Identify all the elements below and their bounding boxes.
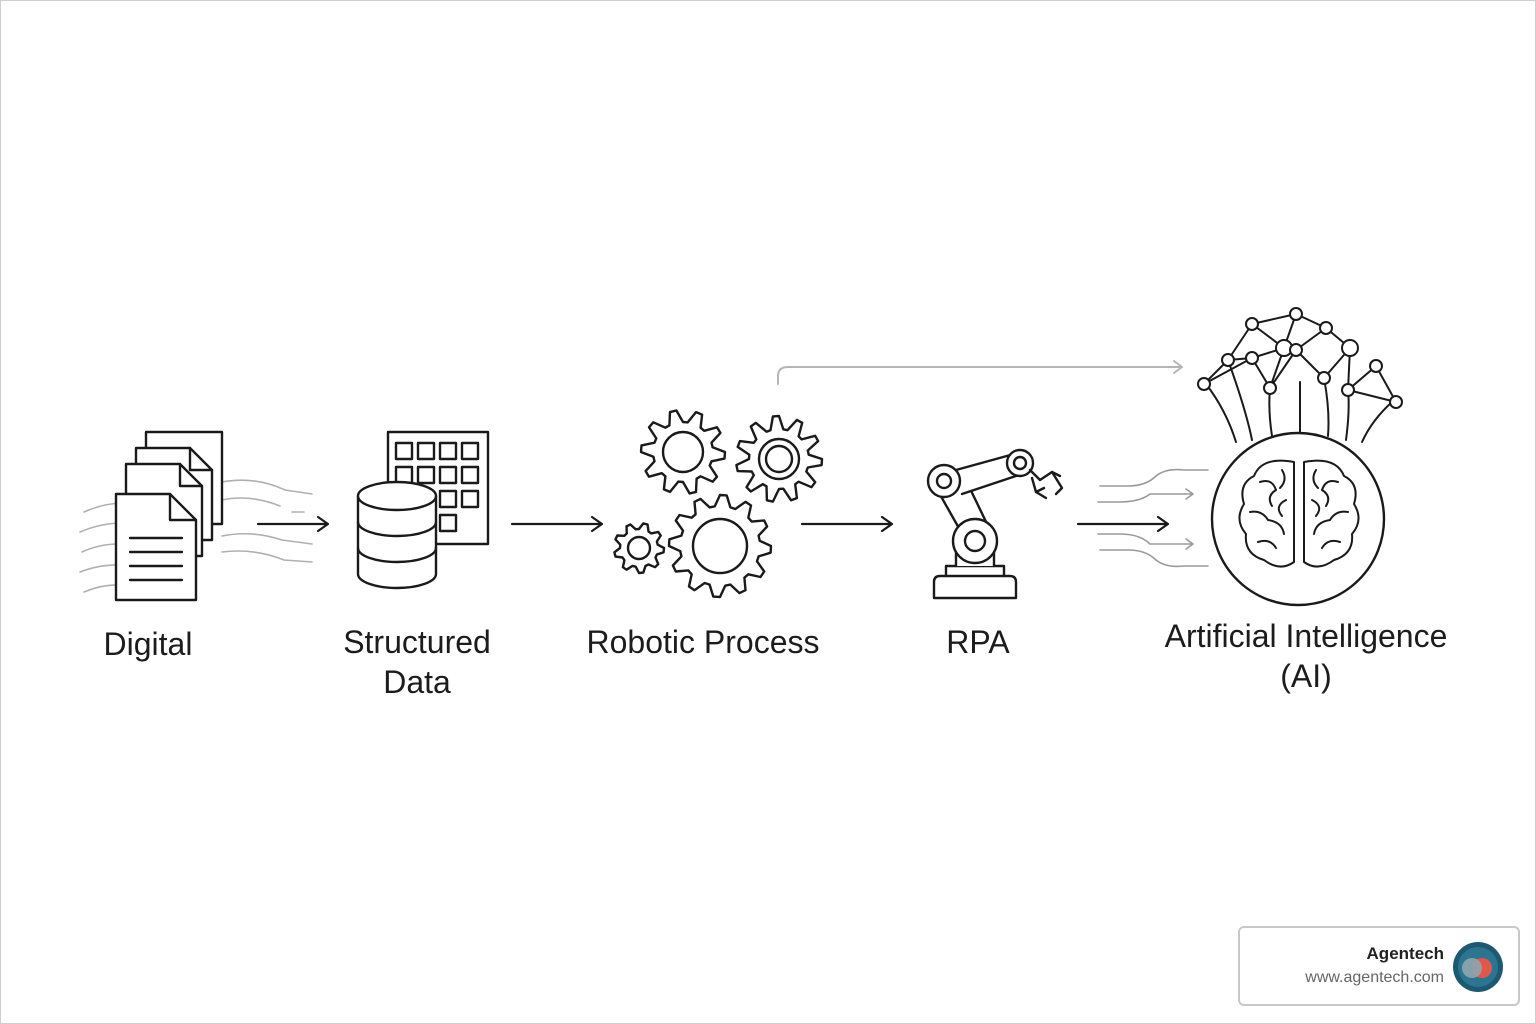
network-nodes bbox=[1197, 307, 1403, 409]
brand-url: www.agentech.com bbox=[1305, 969, 1444, 986]
robot-arm-icon bbox=[926, 448, 1064, 600]
gear-hole-4 bbox=[626, 535, 652, 561]
brand-name: Agentech bbox=[1366, 944, 1444, 963]
gear-inner-ring-2 bbox=[764, 444, 794, 474]
flow-arrows bbox=[256, 360, 1183, 533]
stage-label-ai: Artificial Intelligence (AI) bbox=[1164, 618, 1448, 694]
arrow-rpa-to-ai bbox=[1076, 515, 1170, 533]
stage-label-robotic-process: Robotic Process bbox=[586, 624, 820, 660]
brain bbox=[1238, 459, 1360, 568]
gear-hole-1 bbox=[661, 430, 705, 474]
agentech-logo-icon bbox=[1453, 942, 1503, 992]
arrow-process-to-rpa bbox=[800, 515, 894, 533]
neural-network bbox=[1197, 307, 1403, 443]
database-icon bbox=[356, 430, 490, 590]
gear-hole-2 bbox=[757, 437, 801, 481]
brain-network-icon bbox=[1097, 307, 1403, 607]
stage-label-rpa: RPA bbox=[946, 624, 1010, 660]
gear-2 bbox=[735, 414, 824, 503]
gear-4 bbox=[613, 522, 666, 575]
gear-3 bbox=[667, 493, 773, 599]
arrow-process-to-ai-bypass bbox=[777, 360, 1183, 385]
input-lines bbox=[1097, 468, 1209, 568]
documents-icon bbox=[79, 430, 313, 602]
stage-label-structured-data: Structured Data bbox=[343, 624, 491, 700]
gear-1 bbox=[639, 409, 727, 495]
arrow-digital-to-data bbox=[256, 515, 330, 533]
arrow-data-to-process bbox=[510, 515, 604, 533]
stage-label-digital: Digital bbox=[103, 626, 193, 662]
gears-icon bbox=[613, 409, 824, 599]
gear-hole-3 bbox=[691, 517, 749, 575]
brand-badge[interactable]: Agentech www.agentech.com bbox=[1238, 926, 1520, 1006]
